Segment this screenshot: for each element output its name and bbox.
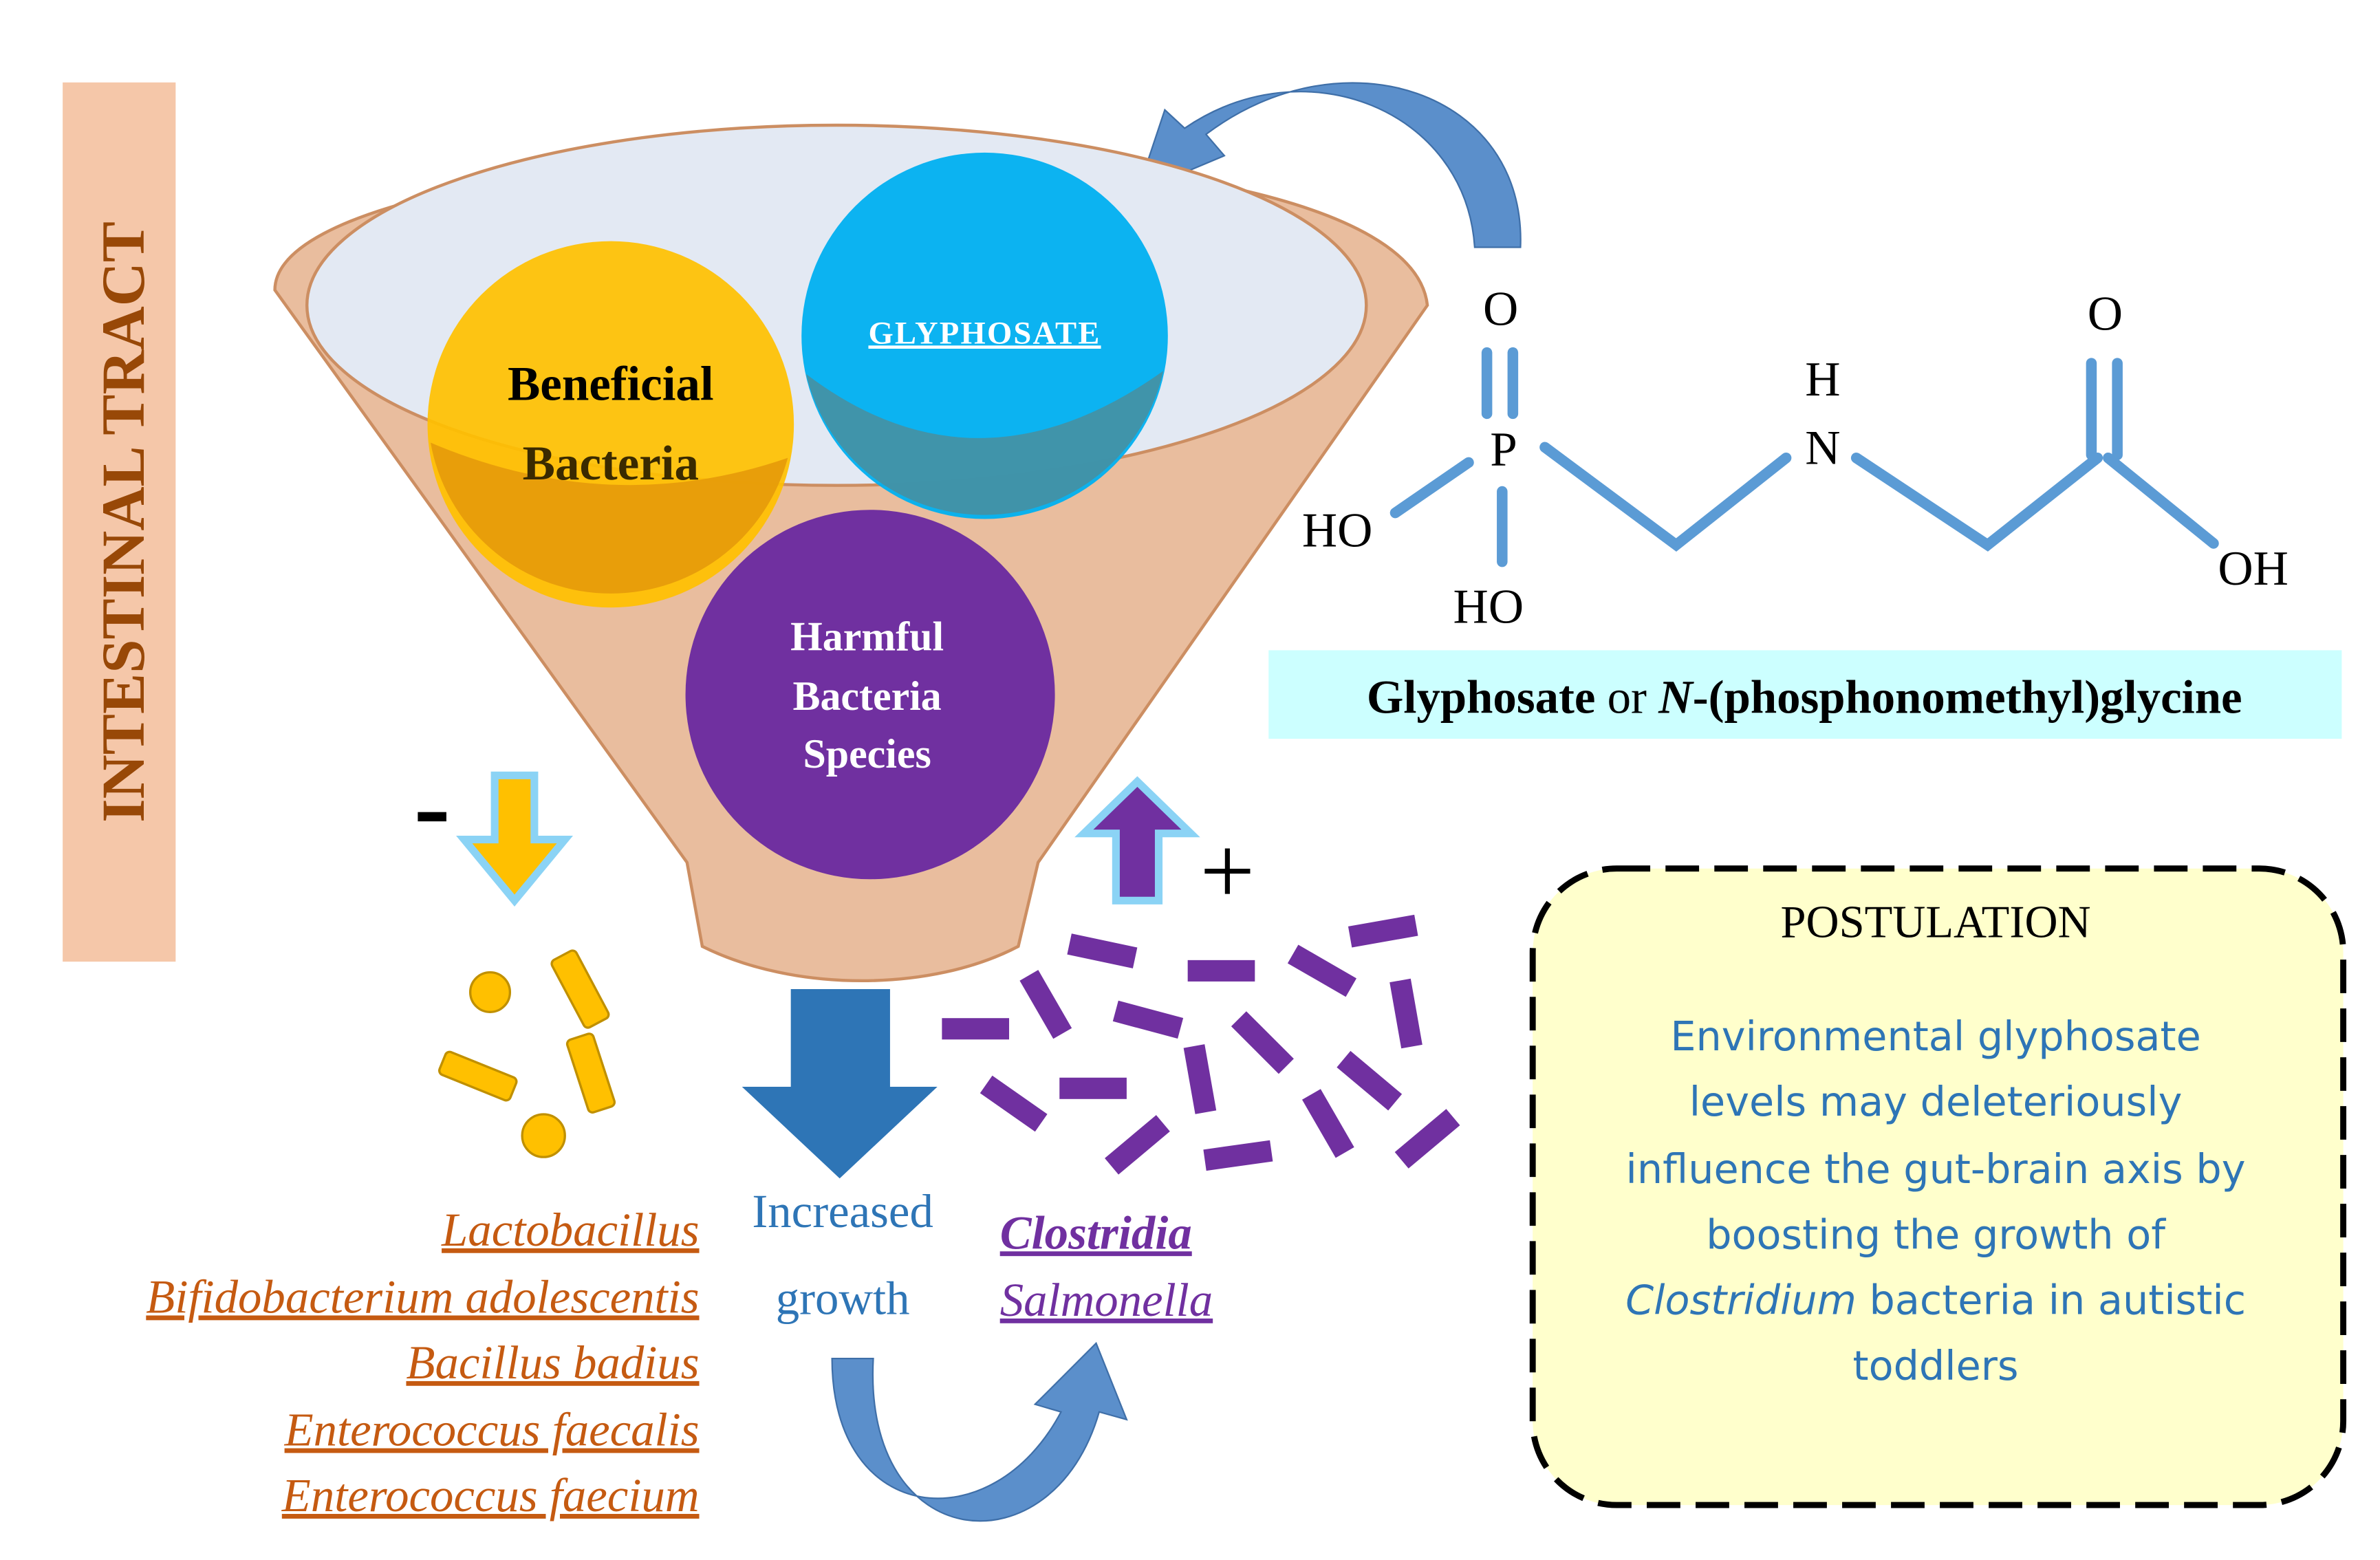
species-bacillus-badius: Bacillus badius (406, 1336, 699, 1389)
purple-rod (942, 1018, 1010, 1040)
harmful-label-line2: Bacteria (793, 673, 942, 719)
purple-rod (1187, 960, 1255, 982)
decrease-down-arrow (456, 771, 574, 907)
rod-2 (438, 1050, 518, 1102)
p-oh-left-bond (1389, 457, 1474, 519)
minus-sign: - (414, 745, 451, 867)
increased-growth-line1: Increased (752, 1185, 933, 1237)
species-bifidobacterium: Bifidobacterium adolescentis (146, 1270, 699, 1323)
glyphosate-structure-bonds (1389, 347, 2219, 567)
purple-rod (980, 1075, 1048, 1132)
atom-n: N (1805, 422, 1840, 475)
postulation-line-3: influence the gut-brain axis by (1626, 1145, 2246, 1193)
postulation-line-2: levels may deleteriously (1689, 1078, 2183, 1125)
beneficial-label-line1: Beneficial (508, 357, 714, 411)
postulation-line-4: boosting the growth of (1706, 1211, 2166, 1258)
purple-rod (1019, 970, 1072, 1039)
species-enterococcus-faecium: Enterococcus faecium (281, 1469, 700, 1521)
harmful-label-line3: Species (803, 731, 931, 777)
purple-rod (1112, 1000, 1184, 1039)
purple-rod (1287, 944, 1357, 997)
beneficial-bacteria-shapes (438, 949, 616, 1158)
carbon-chain-1 (1539, 442, 1792, 552)
rod-1 (550, 949, 610, 1029)
harmful-species-clostridia: Clostridia (1000, 1206, 1192, 1259)
atom-p: P (1490, 423, 1517, 477)
postulation-line-1: Environmental glyphosate (1670, 1012, 2200, 1060)
cocci-1 (468, 971, 512, 1013)
glyphosate-structure-atoms: O P HO HO H N O OH (1302, 283, 2289, 634)
increased-growth-line2: growth (776, 1272, 910, 1325)
caption-n: N (1658, 671, 1694, 723)
molecule-caption-box (1268, 650, 2342, 739)
species-lactobacillus: Lactobacillus (441, 1204, 699, 1256)
purple-rod (1231, 1011, 1294, 1074)
harmful-bacteria-circle (685, 510, 1055, 880)
postulation-line5-rest: bacteria in autistic (1857, 1277, 2246, 1324)
molecule-caption: Glyphosate or N-(phosphonomethyl)glycine (1367, 671, 2242, 723)
harmful-label-line1: Harmful (790, 614, 944, 659)
beneficial-circle-lower-overlap (430, 442, 788, 594)
plus-sign: + (1200, 816, 1255, 925)
increase-up-arrow (1074, 776, 1200, 904)
c-oh-bond (2103, 452, 2219, 549)
purple-rod (1348, 914, 1418, 948)
purple-rod (1059, 1077, 1127, 1099)
purple-rod (1389, 978, 1422, 1049)
atom-o-right: O (2088, 287, 2123, 340)
postulation-line-5: Clostridium bacteria in autistic (1625, 1277, 2246, 1324)
curved-growth-arrow (831, 1341, 1128, 1522)
carbon-chain-2 (1850, 452, 2103, 552)
atom-ho-left: HO (1302, 503, 1373, 557)
beneficial-species-list: Lactobacillus Bifidobacterium adolescent… (146, 1204, 699, 1521)
harmful-bacteria-rods (942, 914, 1460, 1175)
species-enterococcus-faecalis: Enterococcus faecalis (284, 1404, 700, 1456)
caption-rest: -(phosphonomethyl)glycine (1693, 671, 2242, 723)
purple-rod (1203, 1140, 1273, 1171)
atom-oh-right: OH (2218, 542, 2289, 596)
atom-ho-bottom: HO (1453, 580, 1524, 633)
side-label-text: INTESTINAL TRACT (90, 221, 158, 823)
cocci-2 (521, 1113, 566, 1158)
side-label-box (63, 82, 176, 962)
purple-rod (1337, 1050, 1403, 1111)
glyphosate-label: GLYPHOSATE (868, 315, 1101, 351)
purple-rod (1394, 1109, 1460, 1169)
beneficial-label-line2: Bacteria (523, 437, 699, 490)
harmful-species-salmonella: Salmonella (1000, 1274, 1213, 1326)
glyphosate-circle-lower-overlap (805, 371, 1164, 515)
purple-rod (1067, 933, 1138, 968)
caption-name: Glyphosate (1367, 671, 1596, 723)
postulation-body: Environmental glyphosate levels may dele… (1625, 1012, 2246, 1389)
postulation-clostridium: Clostridium (1625, 1277, 1857, 1324)
purple-rod (1301, 1089, 1354, 1158)
rod-3 (565, 1032, 616, 1114)
purple-rod (1183, 1044, 1217, 1114)
postulation-title: POSTULATION (1780, 898, 2090, 948)
purple-rod (1105, 1115, 1170, 1175)
caption-or: or (1595, 671, 1658, 723)
postulation-box (1529, 865, 2347, 1508)
postulation-line-6: toddlers (1853, 1342, 2019, 1389)
atom-o-left: O (1483, 283, 1518, 336)
atom-h: H (1805, 353, 1840, 407)
funnel-output-arrow (742, 989, 938, 1179)
